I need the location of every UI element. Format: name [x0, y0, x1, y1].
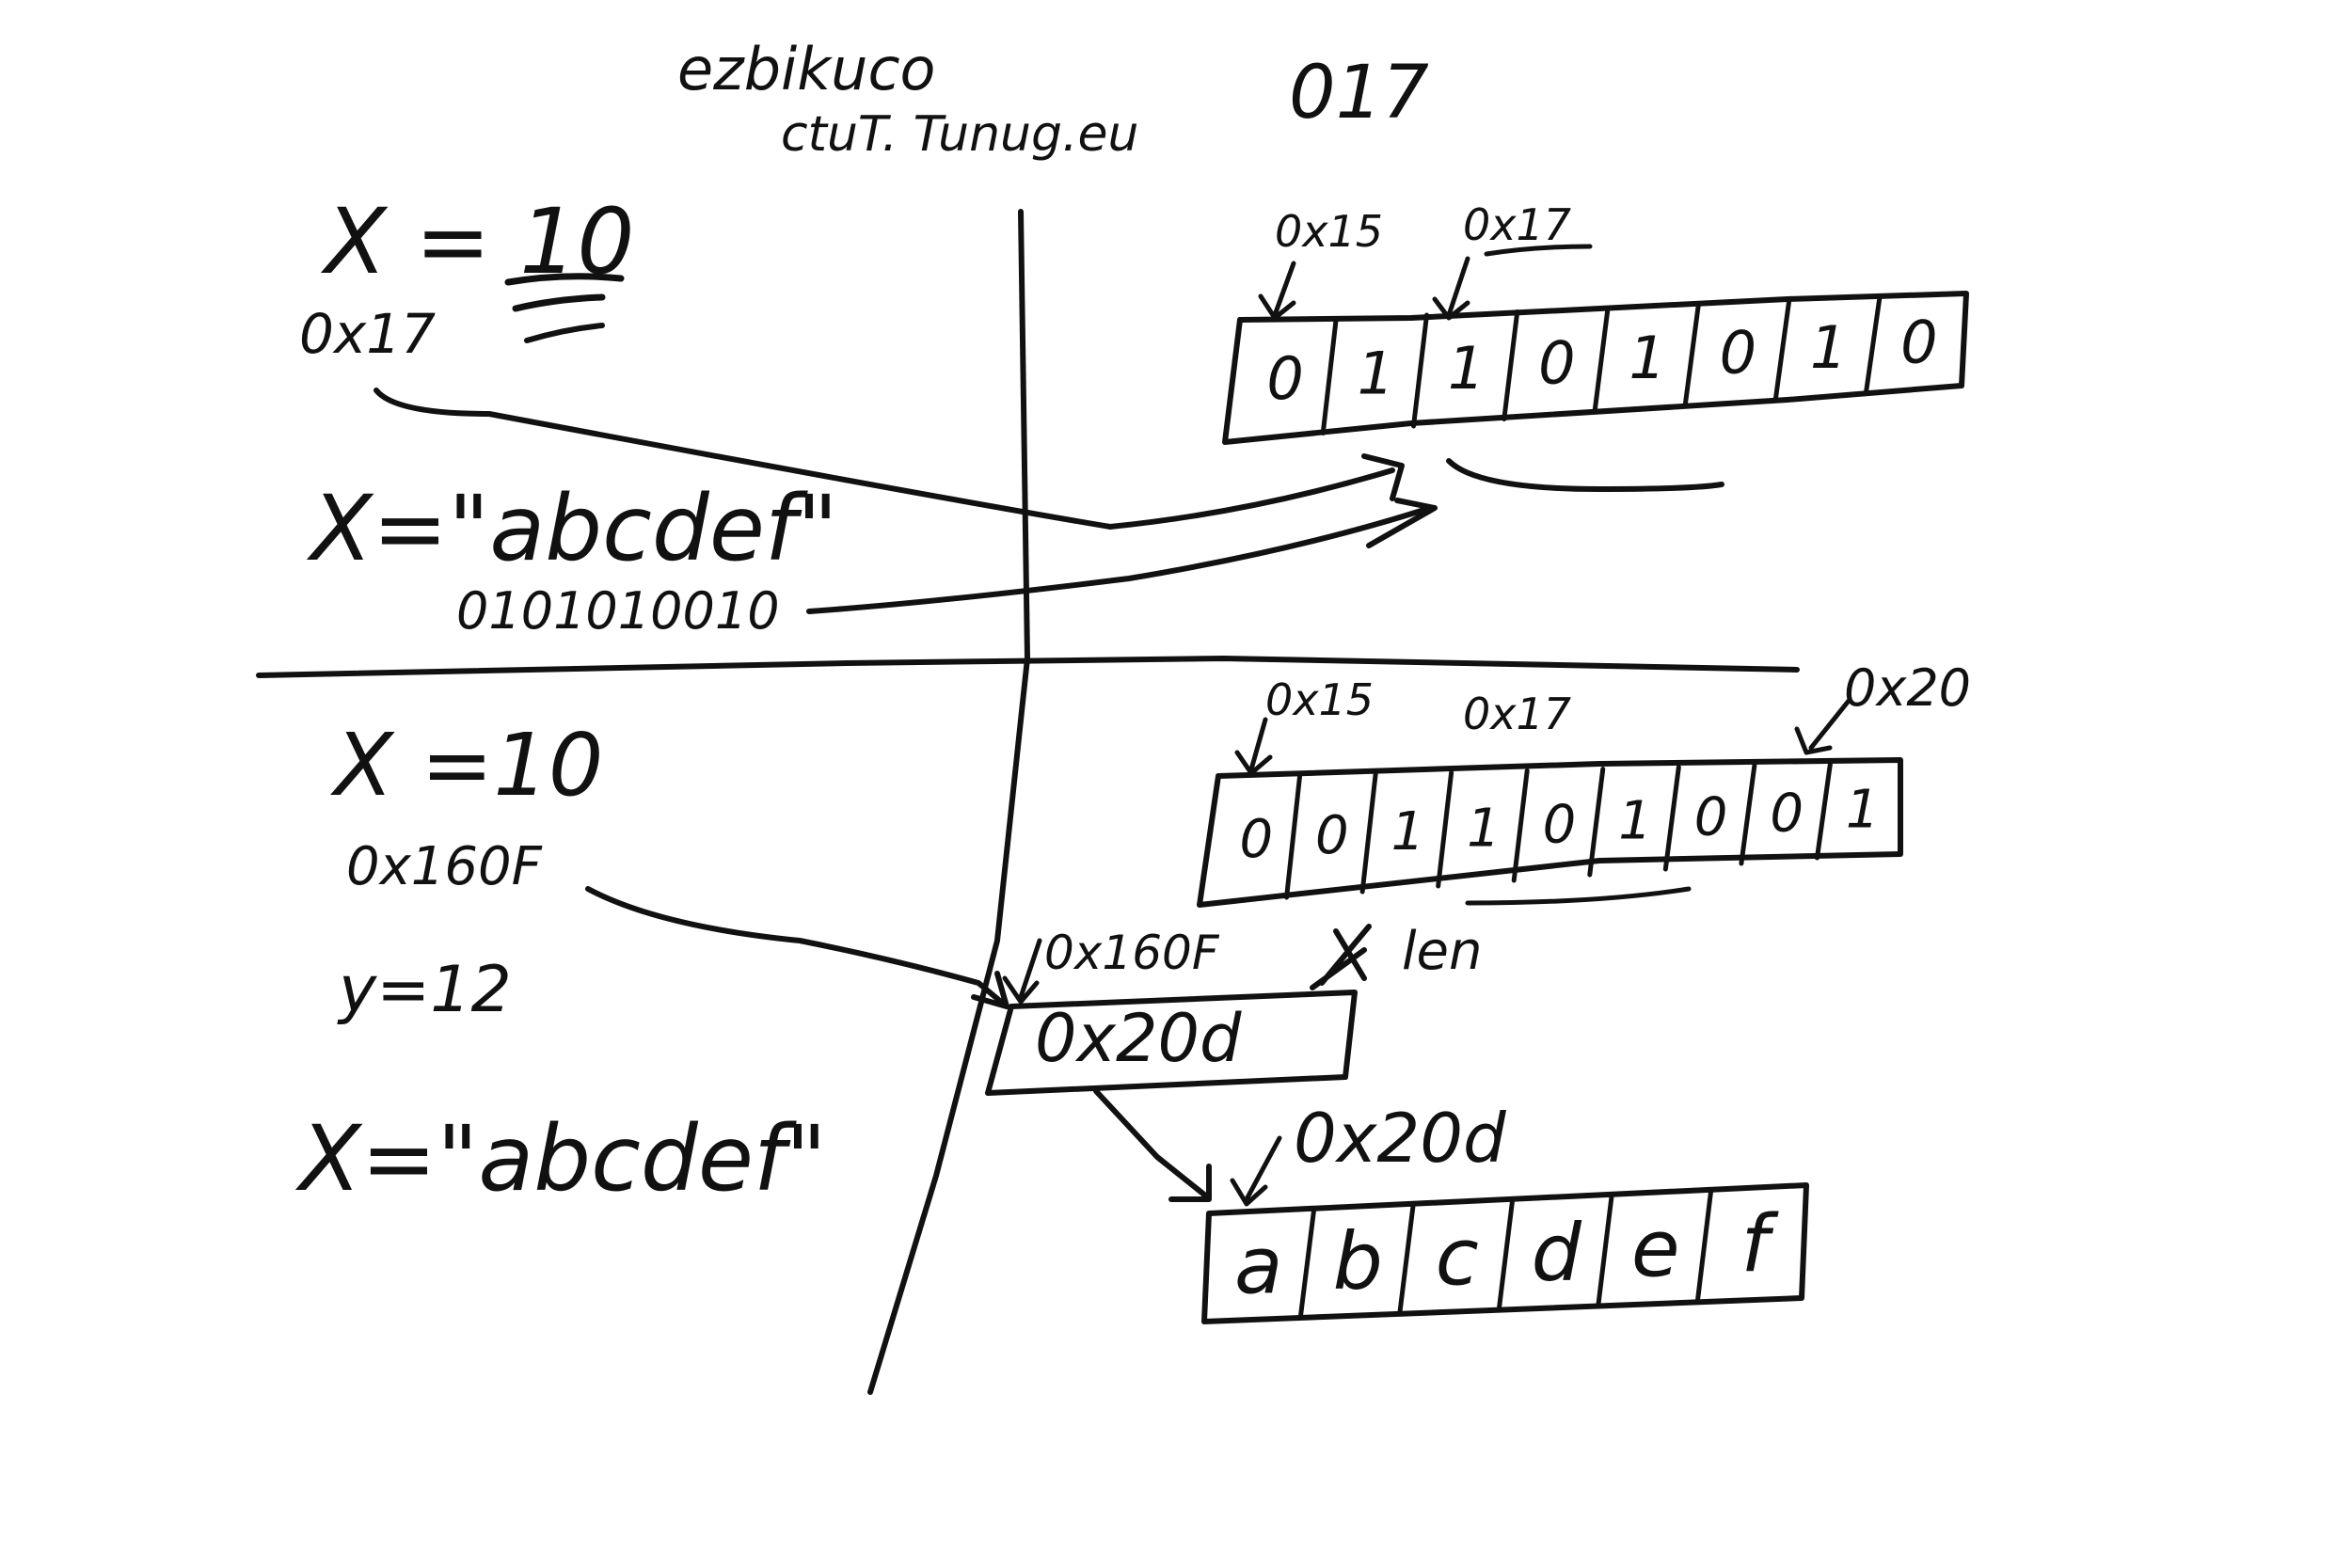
top-mem-cell-divider-4	[1592, 306, 1611, 415]
str-cell-divider-3	[1497, 1198, 1515, 1310]
top-mem-cell-3: 0	[1538, 328, 1575, 397]
str-cell-divider-5	[1695, 1189, 1713, 1303]
top-mem-strip	[1222, 291, 1969, 445]
len-cross	[1310, 924, 1372, 990]
top-mem-cell-divider-3	[1502, 309, 1520, 421]
top-mem-cell-0: 0	[1266, 344, 1303, 413]
bottom-assign-y: y=12	[337, 953, 512, 1027]
top-assign-str: X="abcdef"	[306, 476, 838, 581]
bottom-addr-ptr: 0x160F	[346, 836, 543, 897]
top-mem-cell-divider-7	[1864, 296, 1883, 393]
horizontal-divider-line	[256, 656, 1800, 678]
top-mem-underline-0x17	[1484, 244, 1593, 257]
top-mem-cell-divider-5	[1682, 303, 1701, 407]
bottom-mem-cell-0: 0	[1239, 809, 1273, 870]
arrow-ptr-to-box	[585, 886, 1009, 1009]
ptr-box-value: 0x20d	[1035, 1000, 1242, 1077]
str-label: 0x20d	[1294, 1099, 1507, 1178]
ptr-box-arrow	[1002, 938, 1042, 1005]
str-cell-5: f	[1740, 1198, 1779, 1291]
str-label-arrow	[1230, 1135, 1282, 1207]
top-mem-arrow-0x17	[1432, 256, 1470, 321]
underline-10-c	[524, 323, 605, 343]
top-mem-cell-1: 1	[1358, 339, 1394, 407]
bottom-mem-cell-divider-2	[1359, 771, 1378, 895]
top-mem-label-0x15: 0x15	[1275, 206, 1383, 257]
bottom-mem-cell-divider-8	[1814, 761, 1833, 861]
top-mem-cell-5: 0	[1720, 318, 1756, 387]
bottom-mem-cell-5: 1	[1618, 790, 1652, 851]
bottom-mem-cell-divider-7	[1739, 763, 1757, 866]
str-cell-0: a	[1234, 1220, 1282, 1312]
top-mem-cell-divider-6	[1773, 299, 1791, 401]
top-bits-str: 0101010010	[456, 581, 780, 641]
arrowhead-bits	[1366, 498, 1438, 548]
str-cell-divider-4	[1596, 1194, 1614, 1307]
top-mem-cell-7: 0	[1900, 308, 1937, 376]
vertical-divider-line	[867, 209, 1030, 1395]
top-mem-label-0x17: 0x17	[1463, 199, 1571, 250]
title-badge: 017	[1289, 51, 1429, 135]
bottom-mem-cell-2: 1	[1391, 801, 1425, 863]
top-mem-cell-divider-1	[1320, 316, 1339, 436]
arrow-int-to-memory	[373, 388, 1395, 530]
arrowhead-box-to-string	[1168, 1164, 1212, 1202]
bottom-left-section: X =10 0x160F y=12 X="abcdef"	[294, 715, 827, 1212]
bottom-assign-str: X="abcdef"	[294, 1106, 827, 1212]
bottom-mem-label-0x20: 0x20	[1844, 658, 1971, 718]
arrowhead-int	[1361, 453, 1405, 501]
top-mem-cell-2: 1	[1448, 334, 1485, 403]
top-addr-int: 0x17	[299, 302, 436, 366]
bottom-mem-cell-3: 1	[1467, 798, 1501, 859]
underline-10-a	[504, 273, 625, 286]
ptr-box	[985, 990, 1358, 1096]
str-cell-3: d	[1532, 1207, 1582, 1299]
bottom-mem-brace	[1465, 886, 1692, 906]
bottom-mem-cell-divider-3	[1436, 769, 1454, 889]
bottom-mem-cell-divider-4	[1511, 768, 1530, 883]
str-cell-2: c	[1436, 1211, 1479, 1303]
top-mem-cell-6: 1	[1810, 313, 1847, 382]
str-cell-divider-2	[1397, 1203, 1416, 1315]
bottom-mem-cell-4: 0	[1543, 794, 1577, 855]
ptr-box-label: 0x160F	[1044, 926, 1220, 980]
title-line-2: ctuT. Tunug.eu	[781, 106, 1138, 163]
bottom-mem-cell-divider-5	[1587, 767, 1606, 878]
bottom-mem-cell-7: 0	[1770, 784, 1804, 845]
bottom-mem-strip	[1197, 757, 1903, 908]
arrow-box-to-string	[1093, 1088, 1207, 1197]
bottom-mem-label-0x15: 0x15	[1265, 674, 1374, 725]
bottom-mem-label-0x17: 0x17	[1463, 689, 1571, 739]
bottom-mem-cell-6: 0	[1694, 786, 1728, 847]
bottom-mem-cell-divider-6	[1662, 765, 1681, 872]
title-block: ezbikuco ctuT. Tunug.eu 017	[677, 35, 1429, 163]
top-mem-cell-divider-2	[1411, 312, 1429, 429]
arrow-bits-to-memory	[806, 505, 1433, 614]
arrowhead-ptr	[971, 971, 1009, 1009]
bottom-mem-cell-8: 1	[1846, 780, 1880, 841]
len-label: len	[1402, 921, 1483, 982]
str-cell-divider-1	[1298, 1208, 1316, 1319]
underline-10-b	[512, 293, 606, 312]
str-cell-4: e	[1631, 1202, 1680, 1294]
title-line-1: ezbikuco	[677, 35, 936, 103]
top-mem-cell-4: 1	[1629, 324, 1665, 392]
top-mem-brace	[1446, 458, 1724, 492]
str-strip	[1201, 1182, 1809, 1324]
bottom-mem-cell-1: 0	[1315, 805, 1349, 866]
bottom-assign-int: X =10	[330, 715, 603, 816]
str-cell-1: b	[1333, 1215, 1383, 1307]
top-left-section: X = 10 0x17 X="abcdef" 0101010010	[299, 189, 838, 641]
bottom-mem-arrow-0x20	[1794, 698, 1851, 755]
bottom-mem-cell-divider-1	[1284, 773, 1303, 900]
top-mem-arrow-0x15	[1258, 261, 1296, 321]
bottom-mem-arrow-0x15	[1234, 717, 1273, 776]
